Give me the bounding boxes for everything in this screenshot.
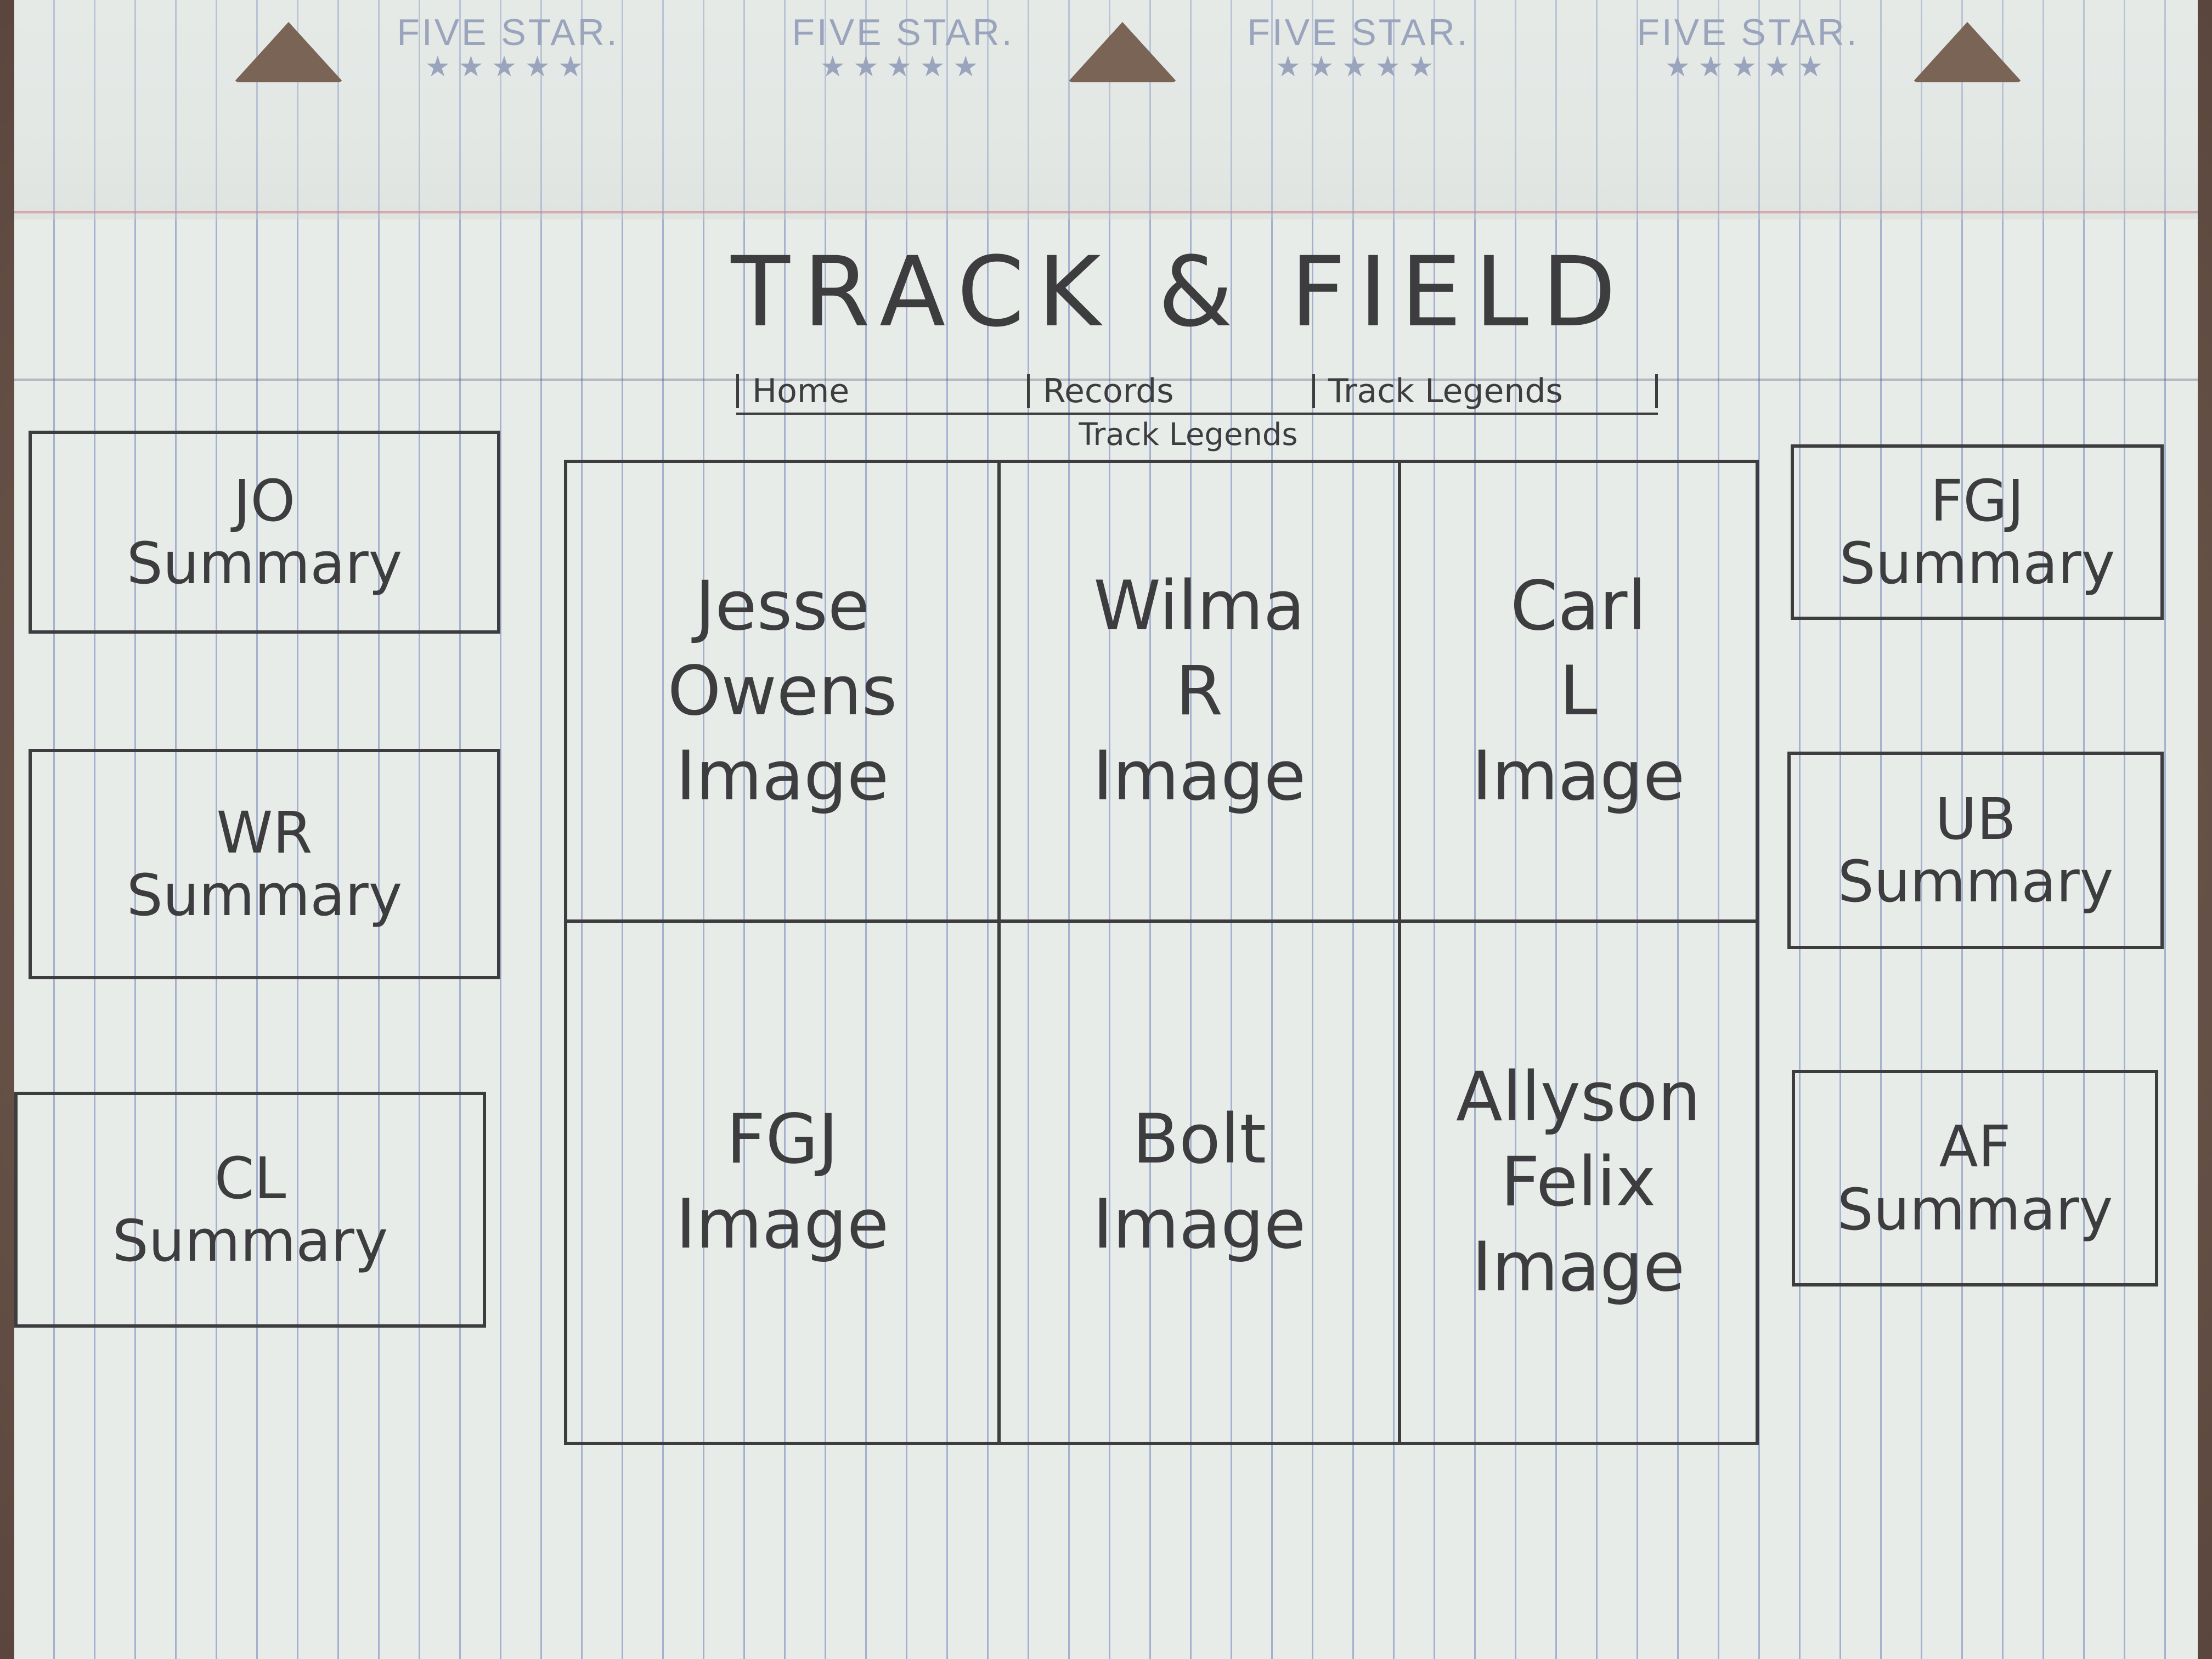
image-placeholder-fgj[interactable]: FGJ Image	[567, 923, 1001, 1442]
site-title: TRACK & FIELD	[731, 236, 1629, 348]
brand-stars: ★★★★★	[425, 51, 591, 83]
summary-box-af[interactable]: AF Summary	[1792, 1070, 2158, 1286]
image-placeholder-wilma-rudolph[interactable]: Wilma R Image	[1001, 463, 1401, 923]
brand-name: FIVE STAR.	[792, 12, 1014, 53]
brand-mark: FIVE STAR. ★★★★★	[1605, 11, 1891, 83]
brand-stars: ★★★★★	[820, 51, 986, 83]
legends-image-grid: Jesse Owens Image Wilma R Image Carl L I…	[564, 460, 1759, 1445]
nav-track-legends[interactable]: Track Legends	[1312, 374, 1658, 408]
paper-top-strip	[14, 0, 2198, 219]
brand-mark: FIVE STAR. ★★★★★	[1216, 11, 1501, 83]
notebook-paper: FIVE STAR. ★★★★★ FIVE STAR. ★★★★★ FIVE S…	[14, 0, 2198, 1659]
image-placeholder-bolt[interactable]: Bolt Image	[1001, 923, 1401, 1442]
summary-box-fgj[interactable]: FGJ Summary	[1791, 444, 2164, 620]
page-label: Track Legends	[1079, 417, 1298, 453]
brand-stars: ★★★★★	[1664, 51, 1831, 83]
brand-name: FIVE STAR.	[1247, 12, 1470, 53]
image-placeholder-jesse-owens[interactable]: Jesse Owens Image	[567, 463, 1001, 923]
summary-box-jo[interactable]: JO Summary	[29, 431, 500, 634]
margin-line	[14, 211, 2198, 213]
nav-records[interactable]: Records	[1027, 374, 1312, 408]
summary-box-wr[interactable]: WR Summary	[29, 749, 500, 979]
image-placeholder-carl-lewis[interactable]: Carl L Image	[1401, 463, 1756, 923]
brand-mark: FIVE STAR. ★★★★★	[365, 11, 651, 83]
nav-underline	[736, 413, 1658, 415]
summary-box-ub[interactable]: UB Summary	[1787, 752, 2164, 949]
brand-stars: ★★★★★	[1275, 51, 1442, 83]
image-placeholder-allyson-felix[interactable]: Allyson Felix Image	[1455, 1057, 1701, 1307]
nav-home[interactable]: Home	[736, 374, 1027, 408]
header-divider	[14, 379, 2198, 381]
summary-box-cl[interactable]: CL Summary	[14, 1092, 486, 1328]
brand-mark: FIVE STAR. ★★★★★	[760, 11, 1046, 83]
brand-name: FIVE STAR.	[1637, 12, 1859, 53]
brand-name: FIVE STAR.	[397, 12, 619, 53]
main-nav: Home Records Track Legends	[736, 374, 1658, 413]
